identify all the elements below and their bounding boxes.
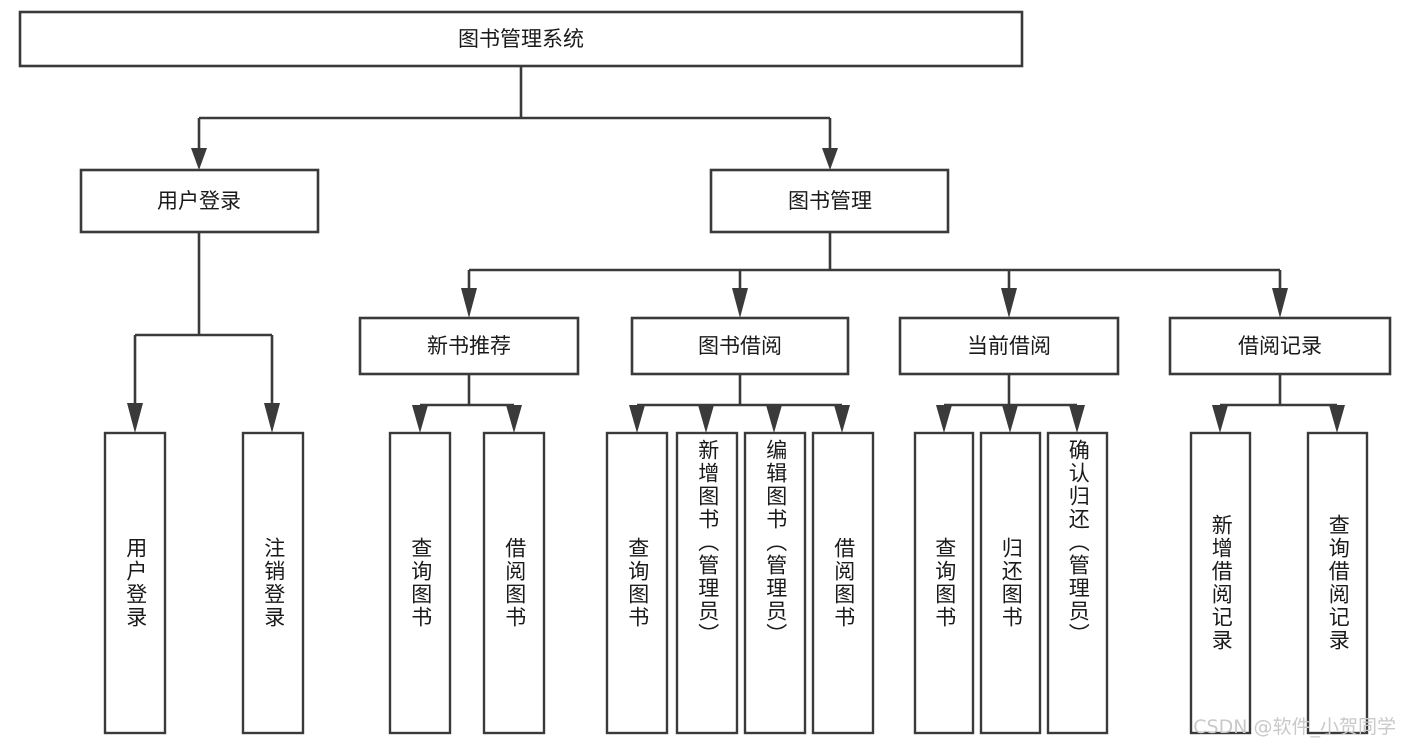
- connector-bookborrow-to-leaves: [629, 374, 850, 433]
- node-user-login-box[interactable]: [79, 168, 320, 234]
- leaf-box-bb-borrow-book[interactable]: [811, 431, 875, 735]
- leaf-box-cb-return-book[interactable]: [979, 431, 1042, 735]
- arrow-head-currentborrow-leaf-1: [936, 405, 952, 433]
- arrow-head-to-borrow-record: [1272, 288, 1288, 318]
- node-borrow-record-label: 借阅记录: [1238, 334, 1322, 358]
- node-current-borrow-label: 当前借阅: [967, 334, 1051, 358]
- node-user-login[interactable]: 用户登录: [79, 168, 320, 234]
- arrow-head-bookborrow-leaf-1: [629, 405, 645, 433]
- leaf-box-user-login[interactable]: [103, 431, 167, 735]
- node-book-manage[interactable]: 图书管理: [709, 168, 950, 234]
- connector-bookmanage-to-level3: [461, 232, 1288, 318]
- node-book-manage-box[interactable]: [709, 168, 950, 234]
- arrow-head-to-user-login: [191, 148, 207, 170]
- leaf-box-br-query-record[interactable]: [1306, 431, 1369, 735]
- arrow-head-leaf-logout: [264, 403, 280, 433]
- node-book-borrow-box[interactable]: [630, 316, 850, 376]
- arrow-head-to-book-manage: [822, 148, 838, 170]
- leaf-box-bb-query-book[interactable]: [605, 431, 669, 735]
- arrow-head-borrowrecord-leaf-1: [1212, 405, 1228, 433]
- leaf-box-bb-edit-book[interactable]: [743, 431, 807, 735]
- node-user-login-label: 用户登录: [157, 189, 241, 213]
- leaf-boxes-borrow-record: [1189, 431, 1369, 735]
- arrow-head-bookborrow-leaf-4: [834, 405, 850, 433]
- connector-userlogin-to-leaves: [127, 232, 280, 433]
- arrow-head-borrowrecord-leaf-2: [1329, 405, 1345, 433]
- arrow-head-bookborrow-leaf-3: [766, 405, 782, 433]
- node-book-borrow[interactable]: 图书借阅: [630, 316, 850, 376]
- leaf-box-nbr-borrow-book[interactable]: [482, 431, 546, 735]
- node-new-book-recommend-label: 新书推荐: [427, 334, 511, 358]
- leaf-boxes-new-book-recommend: [388, 431, 546, 735]
- arrow-head-newbook-leaf-2: [506, 405, 522, 433]
- node-borrow-record[interactable]: 借阅记录: [1168, 316, 1392, 376]
- arrow-head-currentborrow-leaf-2: [1002, 405, 1018, 433]
- leaf-box-nbr-query-book[interactable]: [388, 431, 452, 735]
- connector-newbook-to-leaves: [412, 374, 522, 433]
- node-root-system[interactable]: 图书管理系统: [18, 10, 1024, 68]
- node-book-manage-label: 图书管理: [788, 189, 872, 213]
- arrow-head-to-book-borrow: [732, 288, 748, 318]
- arrow-head-leaf-user-login: [127, 403, 143, 433]
- arrow-head-to-current-borrow: [1001, 288, 1017, 318]
- leaf-box-cb-confirm-return[interactable]: [1046, 431, 1109, 735]
- node-new-book-recommend[interactable]: 新书推荐: [358, 316, 580, 376]
- arrow-head-bookborrow-leaf-2: [698, 405, 714, 433]
- node-current-borrow[interactable]: 当前借阅: [898, 316, 1120, 376]
- connector-borrowrecord-to-leaves: [1212, 374, 1345, 433]
- connector-currentborrow-to-leaves: [936, 374, 1085, 433]
- connector-root-to-level2: [191, 66, 838, 170]
- leaf-box-logout[interactable]: [241, 431, 305, 735]
- node-current-borrow-box[interactable]: [898, 316, 1120, 376]
- arrow-head-to-new-book: [461, 288, 477, 318]
- leaf-boxes-current-borrow: [913, 431, 1109, 735]
- leaf-box-br-add-record[interactable]: [1189, 431, 1252, 735]
- watermark-label: CSDN @软件_小贺同学: [1193, 716, 1396, 738]
- arrow-head-newbook-leaf-1: [412, 405, 428, 433]
- node-new-book-recommend-box[interactable]: [358, 316, 580, 376]
- node-root-system-box[interactable]: [18, 10, 1024, 68]
- node-borrow-record-box[interactable]: [1168, 316, 1392, 376]
- leaf-box-cb-query-book[interactable]: [913, 431, 975, 735]
- leaf-boxes-user-login: [103, 431, 305, 735]
- leaf-box-bb-add-book[interactable]: [675, 431, 739, 735]
- node-book-borrow-label: 图书借阅: [698, 334, 782, 358]
- arrow-head-currentborrow-leaf-3: [1069, 405, 1085, 433]
- node-root-system-label: 图书管理系统: [458, 27, 584, 51]
- leaf-boxes-book-borrow: [605, 431, 875, 735]
